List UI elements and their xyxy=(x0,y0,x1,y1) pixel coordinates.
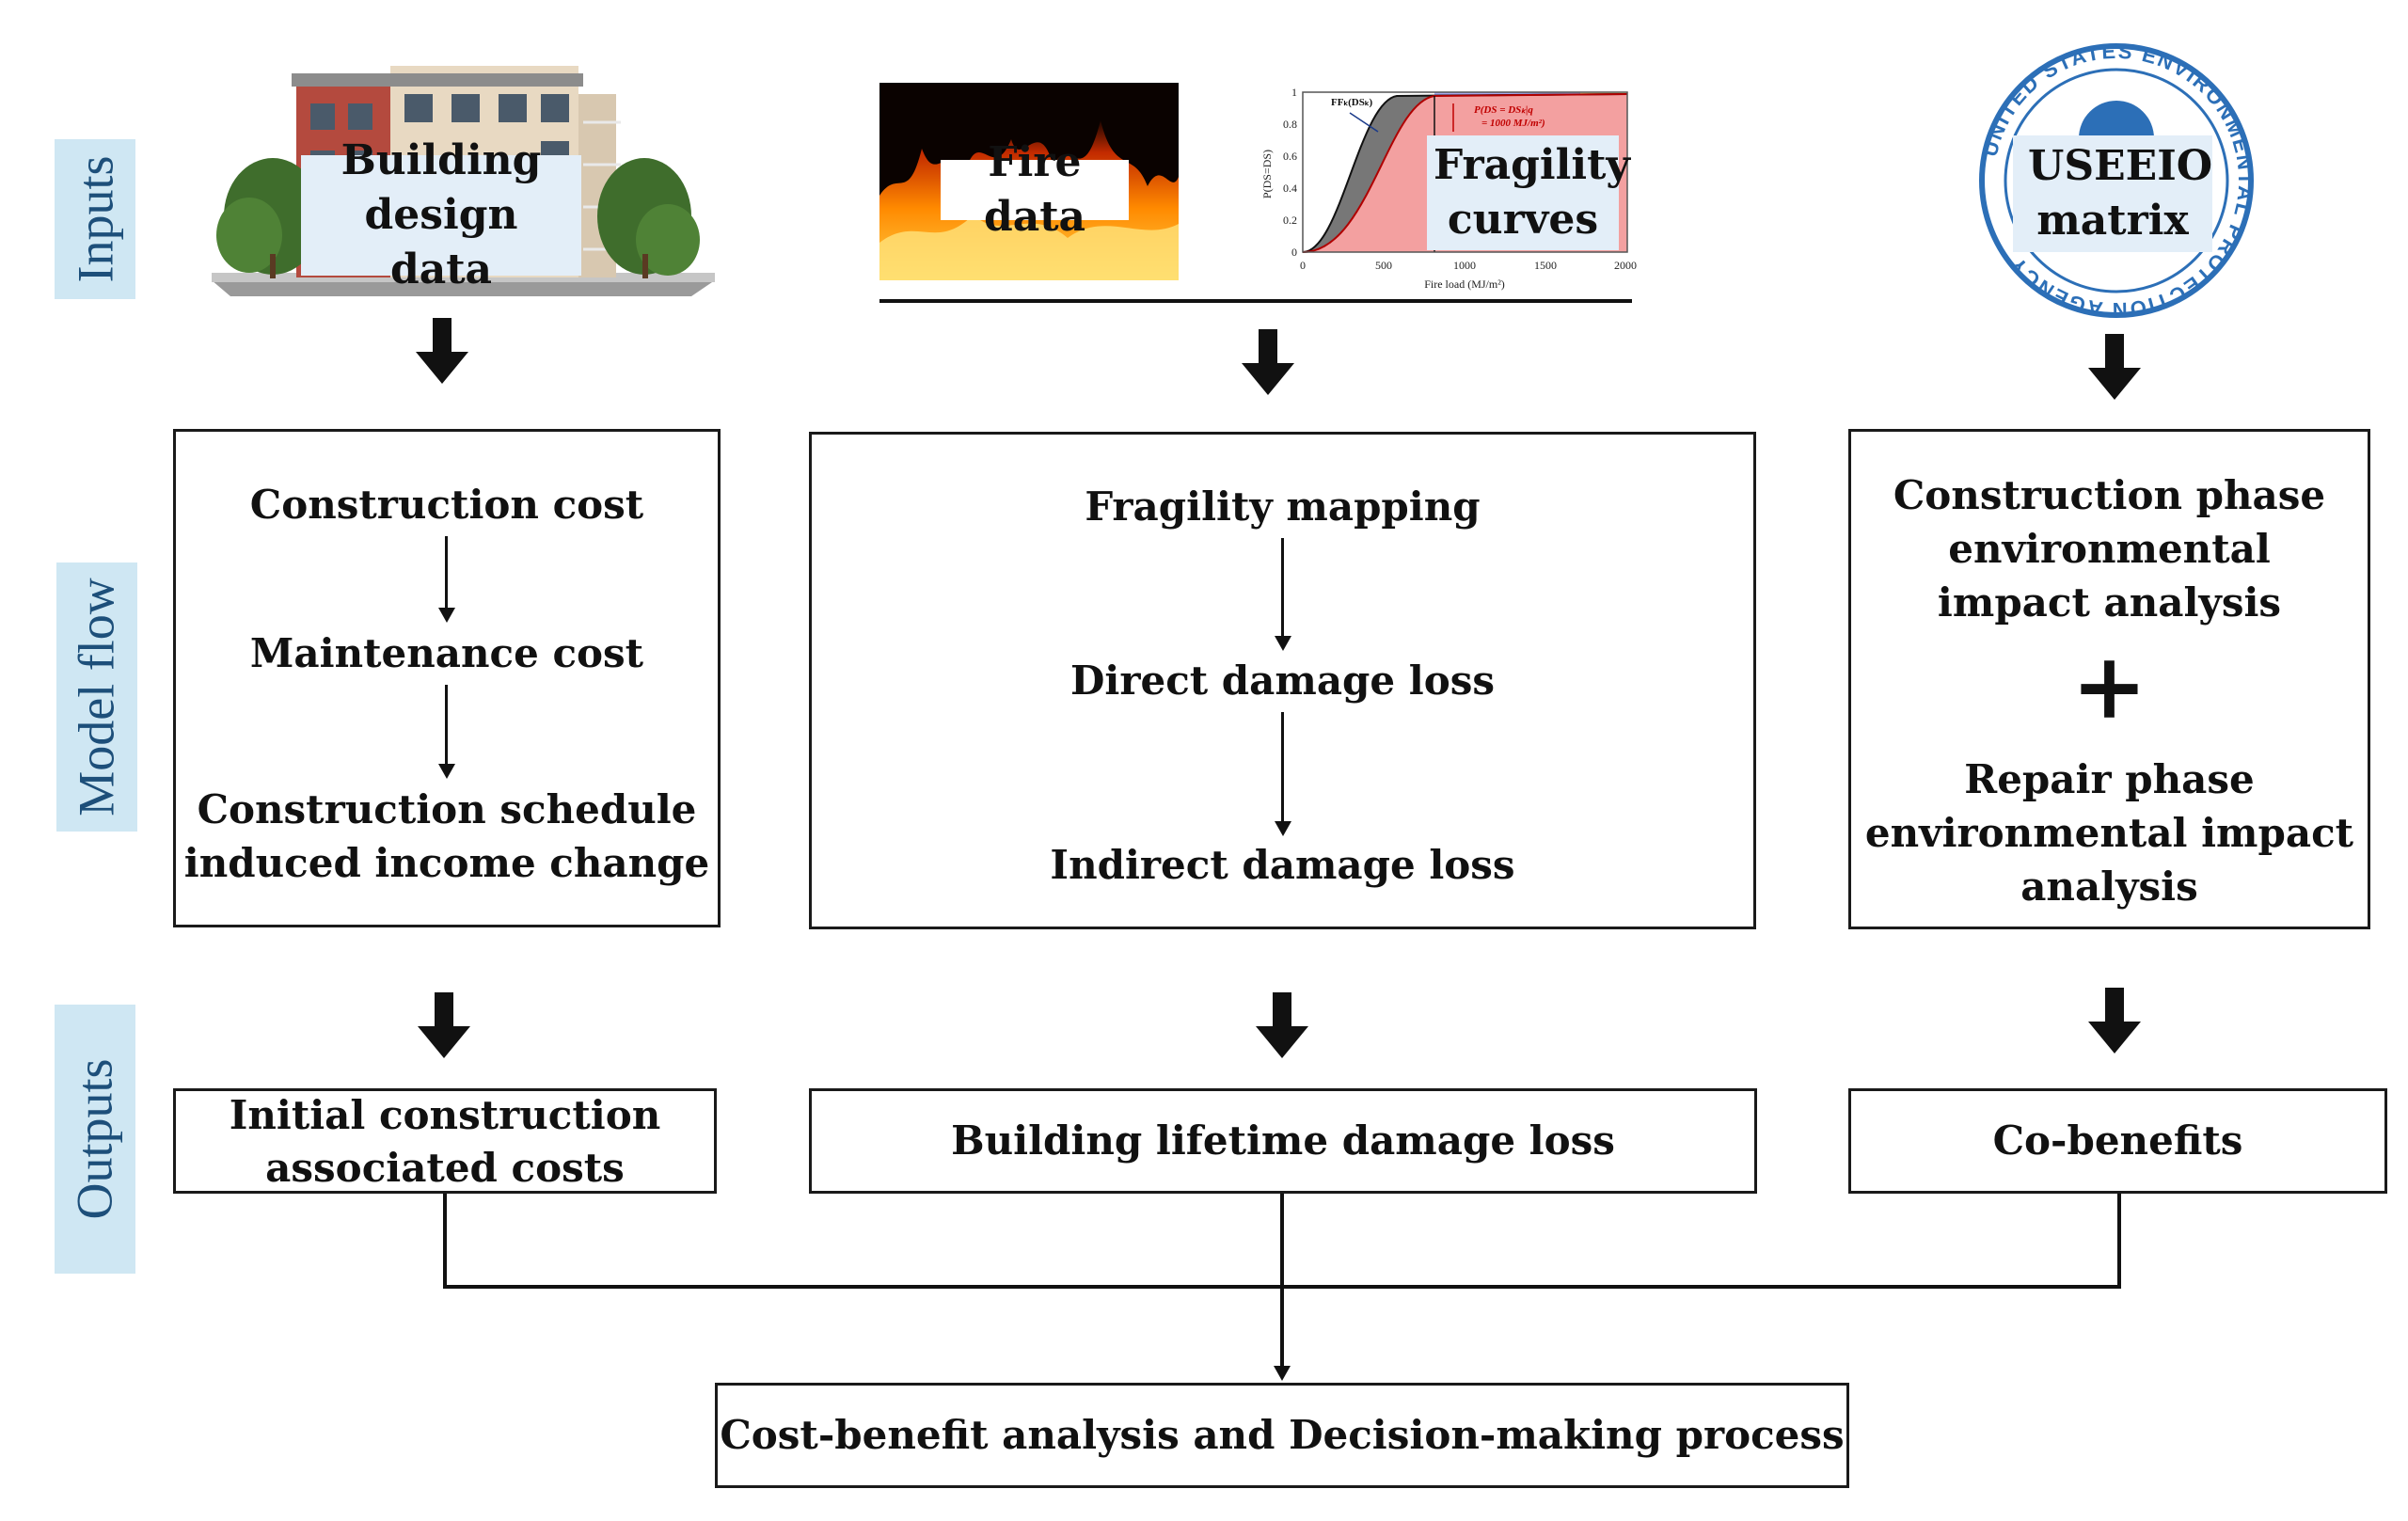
arrowhead-icon xyxy=(1275,636,1291,651)
model-flow-left-box xyxy=(173,429,721,927)
connector-horizontal xyxy=(443,1285,2121,1289)
input-fire-label: Fire data xyxy=(941,138,1129,241)
output-left-box xyxy=(173,1088,717,1194)
building-lifetime-damage-loss-text: Building lifetime damage loss xyxy=(951,1117,1615,1164)
fragility-mapping-text: Fragility mapping xyxy=(1085,483,1481,530)
y-tick-4: 0.8 xyxy=(1283,118,1297,131)
associated-costs-text: associated costs xyxy=(265,1145,625,1191)
row-label-outputs: Outputs xyxy=(55,1005,135,1274)
environmental-impact-text: environmental impact xyxy=(1864,810,2354,856)
x-axis-label: Fire load (MJ/m²) xyxy=(1424,277,1505,291)
flow-arrow-line xyxy=(1281,712,1284,825)
annotation-p: P(DS = DSₖ|q xyxy=(1474,104,1533,116)
arrow-down-icon xyxy=(2088,988,2141,1054)
environmental-text: environmental xyxy=(1948,526,2271,572)
flow-arrow-line xyxy=(445,536,448,611)
arrowhead-icon xyxy=(438,764,455,779)
maintenance-cost-text: Maintenance cost xyxy=(249,630,644,676)
final-decision-box xyxy=(715,1383,1849,1488)
y-tick-5: 1 xyxy=(1291,86,1297,99)
y-axis-label: P(DS=DS) xyxy=(1260,150,1274,198)
flow-arrow-line xyxy=(1281,538,1284,640)
x-tick-2: 1000 xyxy=(1453,259,1476,272)
x-tick-1: 500 xyxy=(1375,259,1392,272)
analysis-text: analysis xyxy=(2020,863,2198,910)
plus-sign: + xyxy=(2071,633,2147,739)
y-tick-3: 0.6 xyxy=(1283,150,1297,163)
connector-middle xyxy=(1280,1194,1284,1370)
input-useeio-label: USEEIO matrix xyxy=(2013,135,2212,252)
y-tick-1: 0.2 xyxy=(1283,214,1297,227)
output-middle-box xyxy=(809,1088,1757,1194)
arrow-down-icon xyxy=(416,318,468,384)
x-tick-0: 0 xyxy=(1300,259,1306,272)
fire-fragility-underline xyxy=(879,299,1632,303)
initial-construction-text: Initial construction xyxy=(229,1092,661,1138)
arrowhead-icon xyxy=(1275,821,1291,836)
induced-income-change-text: induced income change xyxy=(183,840,710,886)
x-tick-3: 1500 xyxy=(1534,259,1557,272)
repair-phase-text: Repair phase xyxy=(1964,756,2255,802)
model-flow-middle-box xyxy=(809,432,1756,929)
arrowhead-icon xyxy=(1274,1366,1291,1381)
y-tick-0: 0 xyxy=(1291,246,1297,259)
output-right-box xyxy=(1848,1088,2387,1194)
arrow-down-icon xyxy=(1256,992,1308,1058)
arrow-down-icon xyxy=(1242,329,1294,395)
y-tick-2: 0.4 xyxy=(1283,182,1297,195)
input-fragility-label: Fragility curves xyxy=(1427,135,1630,250)
input-building-label: Building design data xyxy=(301,136,581,293)
co-benefits-text: Co-benefits xyxy=(1992,1117,2243,1164)
direct-damage-loss-text: Direct damage loss xyxy=(1069,658,1496,704)
indirect-damage-loss-text: Indirect damage loss xyxy=(1050,842,1515,888)
arrow-down-icon xyxy=(418,992,470,1058)
arrowhead-icon xyxy=(438,608,455,623)
arrow-down-icon xyxy=(2088,334,2141,400)
final-decision-text: Cost-benefit analysis and Decision-makin… xyxy=(720,1412,1845,1458)
model-flow-right-box xyxy=(1848,429,2370,929)
annotation-ff: FFₖ(DSₖ) xyxy=(1331,97,1373,108)
connector-left xyxy=(443,1194,447,1289)
row-label-inputs: Inputs xyxy=(55,139,135,299)
x-tick-4: 2000 xyxy=(1614,259,1637,272)
construction-schedule-text: Construction schedule xyxy=(197,786,697,832)
flow-arrow-line xyxy=(445,685,448,768)
construction-phase-text: Construction phase xyxy=(1893,472,2326,518)
row-label-model-flow: Model flow xyxy=(56,562,137,832)
construction-cost-text: Construction cost xyxy=(249,482,644,528)
annotation-q: = 1000 MJ/m²) xyxy=(1481,118,1545,129)
impact-analysis-text: impact analysis xyxy=(1937,579,2282,626)
connector-right xyxy=(2117,1194,2121,1289)
